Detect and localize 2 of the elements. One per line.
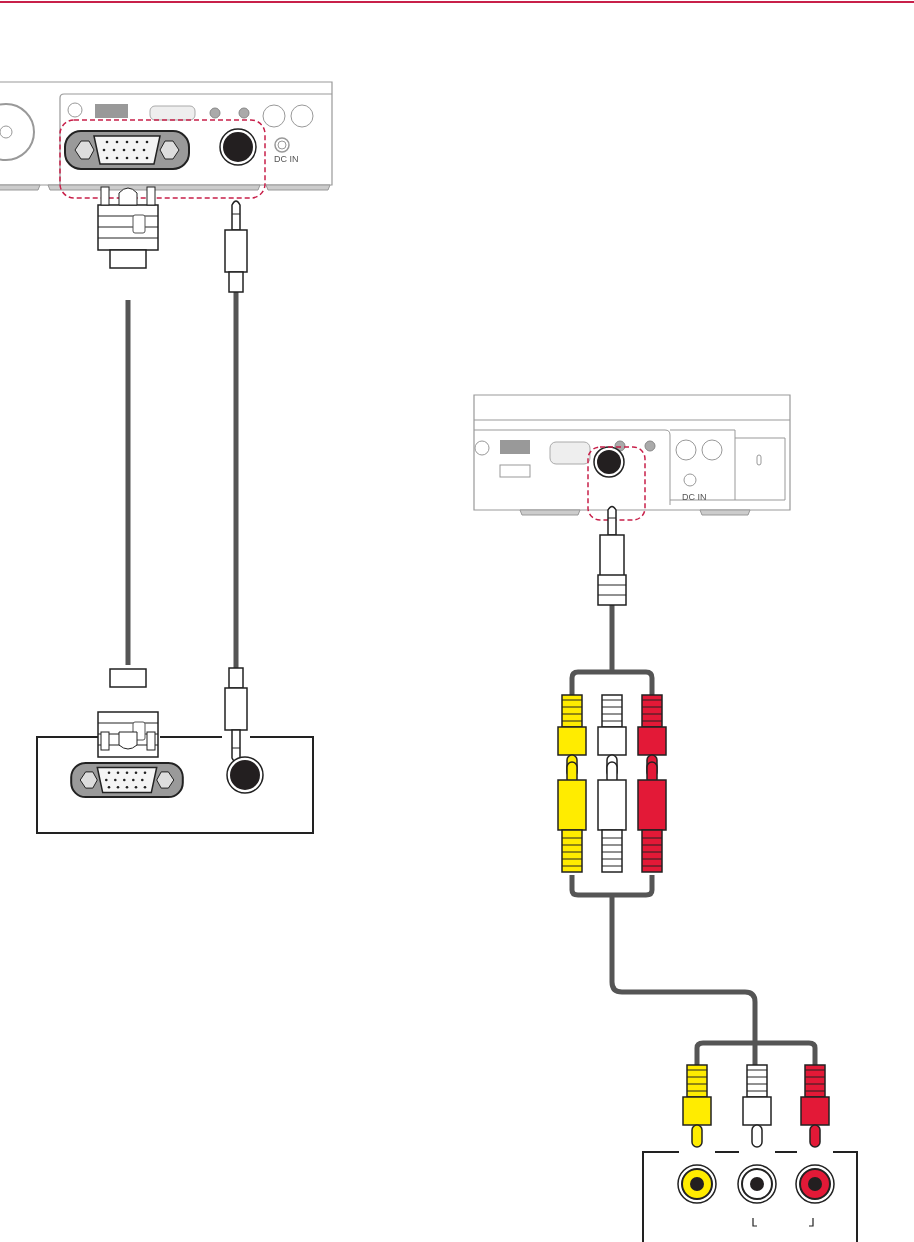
port-label: DC IN (274, 155, 299, 164)
port-label: DC IN (682, 493, 707, 502)
